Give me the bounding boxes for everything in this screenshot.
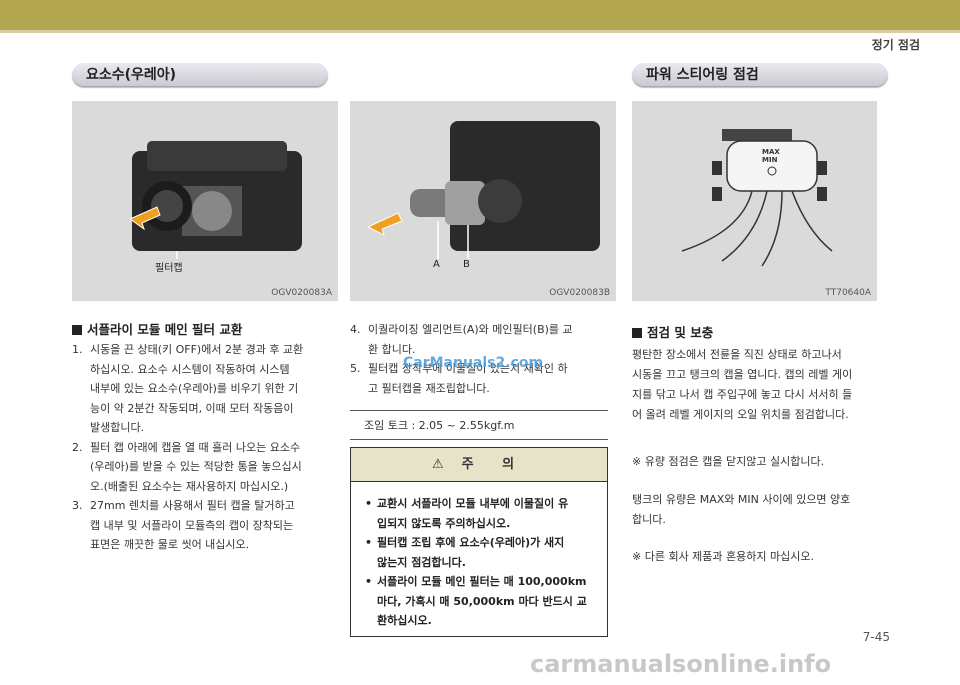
note-cap: ※ 유량 점검은 캡을 닫지않고 실시합니다. bbox=[632, 455, 825, 468]
max-label: MAX bbox=[762, 148, 780, 156]
step-line: 고 필터캡을 재조립합니다. bbox=[368, 381, 490, 395]
watermark-carmanuals2: CarManuals2.com bbox=[403, 355, 544, 371]
caution-line: 않는지 점검합니다. bbox=[377, 555, 466, 569]
photo-reservoir: MAX MIN TT70640A bbox=[632, 101, 877, 301]
step-line: (우레아)를 받을 수 있는 적당한 통을 놓으십시 bbox=[90, 460, 302, 473]
square-bullet-icon bbox=[632, 328, 642, 338]
callout-label-b: B bbox=[463, 259, 470, 270]
photo-filter-parts: A B OGV020083B bbox=[350, 101, 616, 301]
caution-line: 서플라이 모듈 메인 필터는 매 100,000km bbox=[377, 575, 587, 588]
caution-header: ⚠주 의 bbox=[351, 448, 607, 482]
paragraph-line: 평탄한 장소에서 전륜을 직진 상태로 하고나서 bbox=[632, 348, 842, 361]
step-line: 환 합니다. bbox=[368, 342, 416, 356]
bullet-icon: • bbox=[365, 536, 373, 549]
step-line: 필터 캡 아래에 캡을 열 때 흘러 나오는 요소수 bbox=[90, 440, 301, 454]
caution-line: 환하십시오. bbox=[377, 614, 432, 627]
section-title-check: 점검 및 보충 bbox=[632, 322, 713, 341]
paragraph-line: 시동을 끄고 탱크의 캡을 엽니다. 캡의 레벨 게이 bbox=[632, 368, 853, 381]
photo-filter-cap: 필터캡 OGV020083A bbox=[72, 101, 338, 301]
caution-line: 필터캡 조립 후에 요소수(우레아)가 새지 bbox=[377, 536, 565, 549]
section-title-filter: 서플라이 모듈 메인 필터 교환 bbox=[72, 319, 242, 338]
min-label: MIN bbox=[762, 156, 778, 164]
filter-parts-illustration bbox=[366, 121, 600, 259]
step-line: 표면은 깨끗한 물로 씻어 내십시오. bbox=[90, 538, 250, 551]
bullet-icon: • bbox=[365, 575, 373, 588]
callout-filter-cap: 필터캡 bbox=[155, 259, 183, 274]
step-line: 하십시오. 요소수 시스템이 작동하여 시스템 bbox=[90, 362, 290, 376]
pill-title: 파워 스티어링 점검 bbox=[646, 67, 759, 83]
photo-code: OGV020083B bbox=[549, 288, 610, 298]
step-line: 오.(배출된 요소수는 재사용하지 마십시오.) bbox=[90, 479, 289, 493]
paragraph-line: 합니다. bbox=[632, 513, 666, 526]
step-line: 내부에 있는 요소수(우레아)를 비우기 위한 기 bbox=[90, 382, 299, 395]
step-line: 필터캡 장착부에 이물질이 있는지 재확인 하 bbox=[368, 362, 568, 375]
step-line: 이퀄라이징 엘리먼트(A)와 메인필터(B)를 교 bbox=[368, 323, 573, 336]
step-number: 2. bbox=[72, 440, 83, 454]
caution-line: 마다, 가혹시 매 50,000km 마다 반드시 교 bbox=[377, 594, 587, 608]
section-pill-urea: 요소수(우레아) bbox=[72, 63, 328, 87]
step-line: 발생합니다. bbox=[90, 421, 145, 434]
step-item: 2. 필터 캡 아래에 캡을 열 때 흘러 나오는 요소수 (우레아)를 받을 수 … bbox=[72, 438, 334, 497]
step-number: 5. bbox=[350, 362, 361, 375]
step-number: 3. bbox=[72, 499, 83, 512]
caution-line: 입되지 않도록 주의하십시오. bbox=[377, 516, 511, 530]
step-line: 능이 약 2분간 작동되며, 이때 모터 작동음이 bbox=[90, 401, 294, 415]
supply-module-illustration bbox=[128, 141, 302, 259]
callout-label-a: A bbox=[433, 259, 440, 270]
chapter-title: 정기 점검 bbox=[871, 38, 920, 52]
photo-code: TT70640A bbox=[825, 288, 871, 298]
note-mixing: ※ 다른 회사 제품과 혼용하지 마십시오. bbox=[632, 550, 814, 563]
paragraph-line: 지를 닦고 나서 캡 주입구에 놓고 다시 서서히 들 bbox=[632, 388, 853, 401]
paragraph-line: 탱크의 유량은 MAX와 MIN 사이에 있으면 양호 bbox=[632, 493, 851, 506]
step-number: 4. bbox=[350, 323, 361, 336]
step-line: 캡 내부 및 서플라이 모듈측의 캡이 장착되는 bbox=[90, 518, 294, 532]
torque-spec: 조임 토크 : 2.05 ~ 2.55kgf.m bbox=[350, 410, 608, 440]
step-line: 27mm 렌치를 사용해서 필터 캡을 탈거하고 bbox=[90, 499, 295, 512]
caution-item: • 서플라이 모듈 메인 필터는 매 100,000km 마다, 가혹시 매 50,… bbox=[365, 572, 607, 631]
pill-title: 요소수(우레아) bbox=[86, 67, 177, 83]
page-number: 7-45 bbox=[862, 630, 890, 644]
warning-triangle-icon: ⚠ bbox=[431, 457, 444, 472]
bullet-icon: • bbox=[365, 497, 373, 510]
top-divider bbox=[0, 30, 960, 33]
reservoir-illustration: MAX MIN bbox=[681, 129, 833, 267]
top-color-bar bbox=[0, 0, 960, 30]
section-pill-power-steering: 파워 스티어링 점검 bbox=[632, 63, 888, 87]
watermark-site: carmanualsonline.info bbox=[530, 650, 832, 678]
paragraph-line: 어 올려 레벨 게이지의 오일 위치를 점검합니다. bbox=[632, 408, 849, 421]
step-line: 시동을 끈 상태(키 OFF)에서 2분 경과 후 교환 bbox=[90, 343, 304, 356]
step-number: 1. bbox=[72, 343, 83, 356]
photo-code: OGV020083A bbox=[271, 288, 332, 298]
caution-line: 교환시 서플라이 모듈 내부에 이물질이 유 bbox=[377, 497, 569, 510]
square-bullet-icon bbox=[72, 325, 82, 335]
